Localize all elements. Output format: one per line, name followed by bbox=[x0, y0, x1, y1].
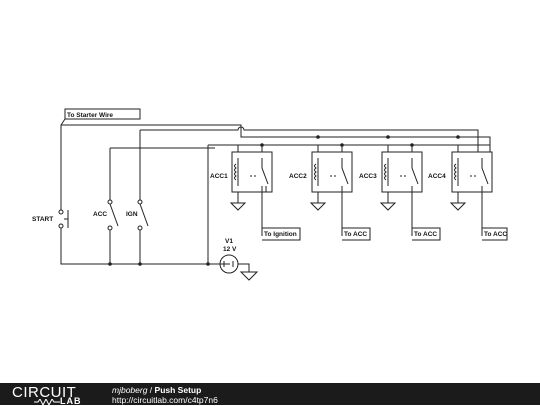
label-acc1: ACC1 bbox=[210, 173, 228, 180]
flag-acc2: To ACC bbox=[341, 227, 371, 241]
switch-start bbox=[58, 209, 69, 229]
flag-acc3: To ACC bbox=[411, 227, 441, 241]
flag-acc4: To ACC bbox=[481, 227, 508, 241]
svg-text:To ACC: To ACC bbox=[484, 231, 507, 238]
circuit-url-link[interactable]: http://circuitlab.com/c4tp7n6 bbox=[112, 395, 218, 405]
author-link[interactable]: mjboberg bbox=[112, 385, 148, 395]
label-acc2: ACC2 bbox=[289, 173, 307, 180]
switch-ign bbox=[137, 199, 149, 231]
relay-acc3 bbox=[381, 151, 423, 236]
ground-symbols bbox=[229, 192, 467, 281]
label-v1-name: V1 bbox=[225, 238, 233, 245]
flag-starter: To Starter Wire bbox=[60, 108, 141, 126]
title-separator: / bbox=[147, 385, 155, 395]
label-ign: IGN bbox=[126, 211, 138, 218]
label-acc4: ACC4 bbox=[428, 173, 446, 180]
label-acc: ACC bbox=[93, 211, 107, 218]
flag-ignition: To Ignition bbox=[261, 227, 301, 241]
svg-text:To ACC: To ACC bbox=[414, 231, 437, 238]
relay-acc1 bbox=[231, 151, 273, 236]
footer-bar: CIRCUIT LAB mjboberg / Push Setup http:/… bbox=[0, 383, 540, 406]
switch-acc bbox=[107, 199, 119, 231]
logo-text-bottom: LAB bbox=[60, 396, 82, 406]
svg-text:To Starter Wire: To Starter Wire bbox=[67, 112, 113, 119]
wires bbox=[60, 124, 491, 272]
label-v1-value: 12 V bbox=[223, 246, 237, 253]
circuit-schematic: To Starter Wire To Ignition To ACC To AC… bbox=[32, 108, 508, 281]
junction-dots bbox=[108, 135, 460, 266]
circuit-title: Push Setup bbox=[154, 385, 202, 395]
resistor-zigzag-icon bbox=[34, 399, 60, 405]
svg-text:To ACC: To ACC bbox=[344, 231, 367, 238]
svg-text:To Ignition: To Ignition bbox=[264, 231, 297, 238]
voltage-source-v1 bbox=[219, 254, 239, 274]
label-start: START bbox=[32, 216, 53, 223]
circuit-meta: mjboberg / Push Setup http://circuitlab.… bbox=[112, 385, 218, 405]
circuitlab-logo[interactable]: CIRCUIT LAB bbox=[12, 384, 92, 406]
logo-text-top: CIRCUIT bbox=[12, 384, 77, 401]
label-acc3: ACC3 bbox=[359, 173, 377, 180]
